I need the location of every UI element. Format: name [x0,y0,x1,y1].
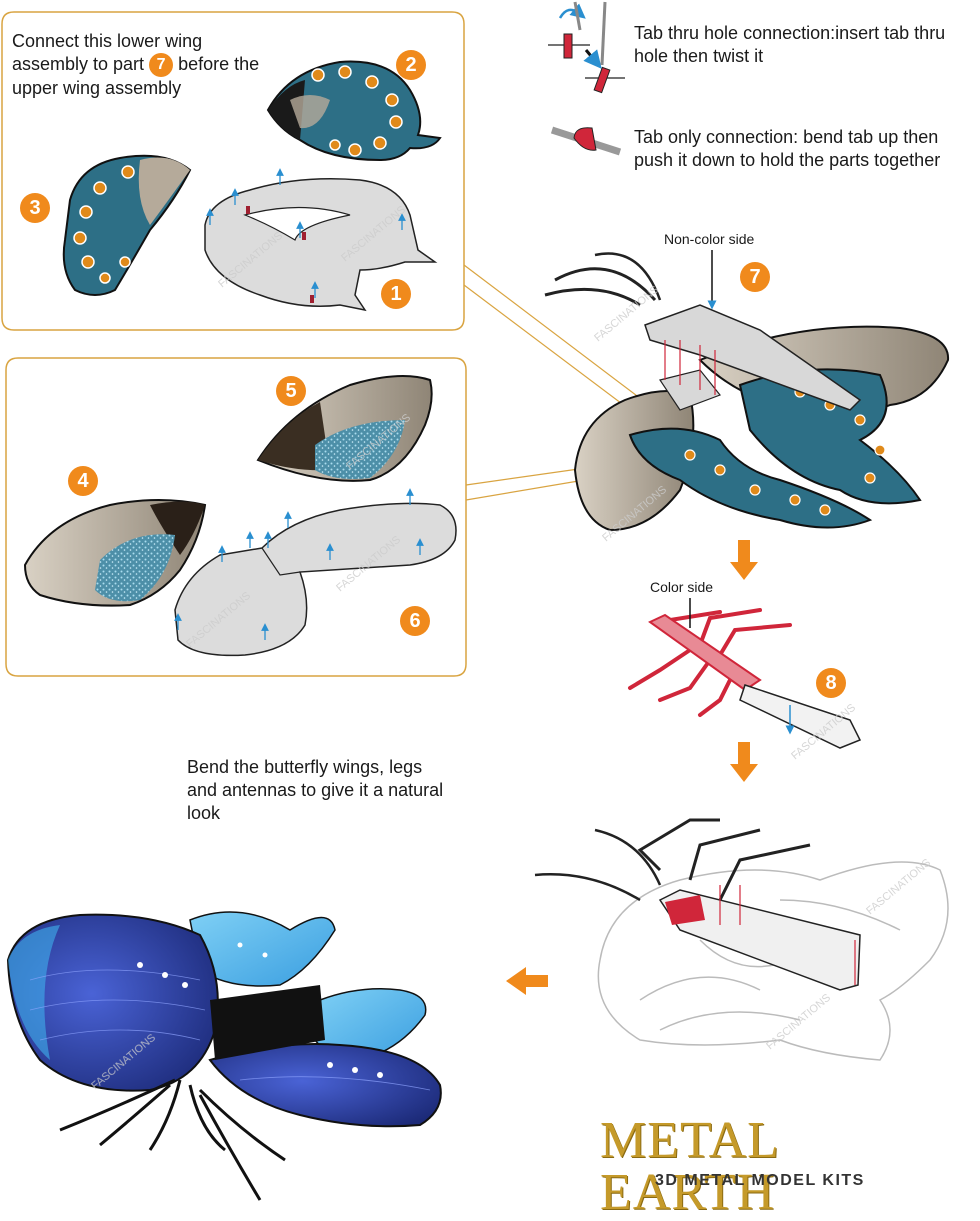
part-4-wing [25,500,205,606]
part-number-badge-8: 8 [816,668,846,698]
left-arrow [506,967,548,995]
non-color-side-label: Non-color side [664,230,754,248]
watermark-9: FASCINATIONS [864,857,933,918]
part-7-assembly [545,250,948,530]
tab-only-text: Tab only connection: bend tab up then pu… [634,126,974,172]
tab-thru-hole-text: Tab thru hole connection:insert tab thru… [634,22,979,68]
skeleton-assembly [535,820,948,1060]
watermark-10: FASCINATIONS [764,992,833,1053]
part-number-badge-7: 7 [740,262,770,292]
lower-wing-instruction: Connect this lower wing assembly to part… [12,30,262,100]
part-3-wing [64,156,190,295]
metal-earth-logo: METAL EARTH [600,1115,965,1219]
tab-only-illustration [552,128,620,152]
part-7-ref-badge: 7 [149,53,173,77]
bend-instruction: Bend the butterfly wings, legs and anten… [187,756,457,825]
part-number-badge-2: 2 [396,50,426,80]
brand-tagline: 3D METAL MODEL KITS [655,1172,945,1190]
lower-wing-note-before: Connect this lower wing assembly to part [12,31,202,74]
tab-thru-hole-illustration [548,2,625,93]
part-number-badge-3: 3 [20,193,50,223]
down-arrow-1 [730,540,758,580]
finished-butterfly [8,912,441,1200]
part-number-badge-4: 4 [68,466,98,496]
part-number-badge-6: 6 [400,606,430,636]
down-arrow-2 [730,742,758,782]
part-number-badge-5: 5 [276,376,306,406]
color-side-label: Color side [650,578,713,596]
part-number-badge-1: 1 [381,279,411,309]
